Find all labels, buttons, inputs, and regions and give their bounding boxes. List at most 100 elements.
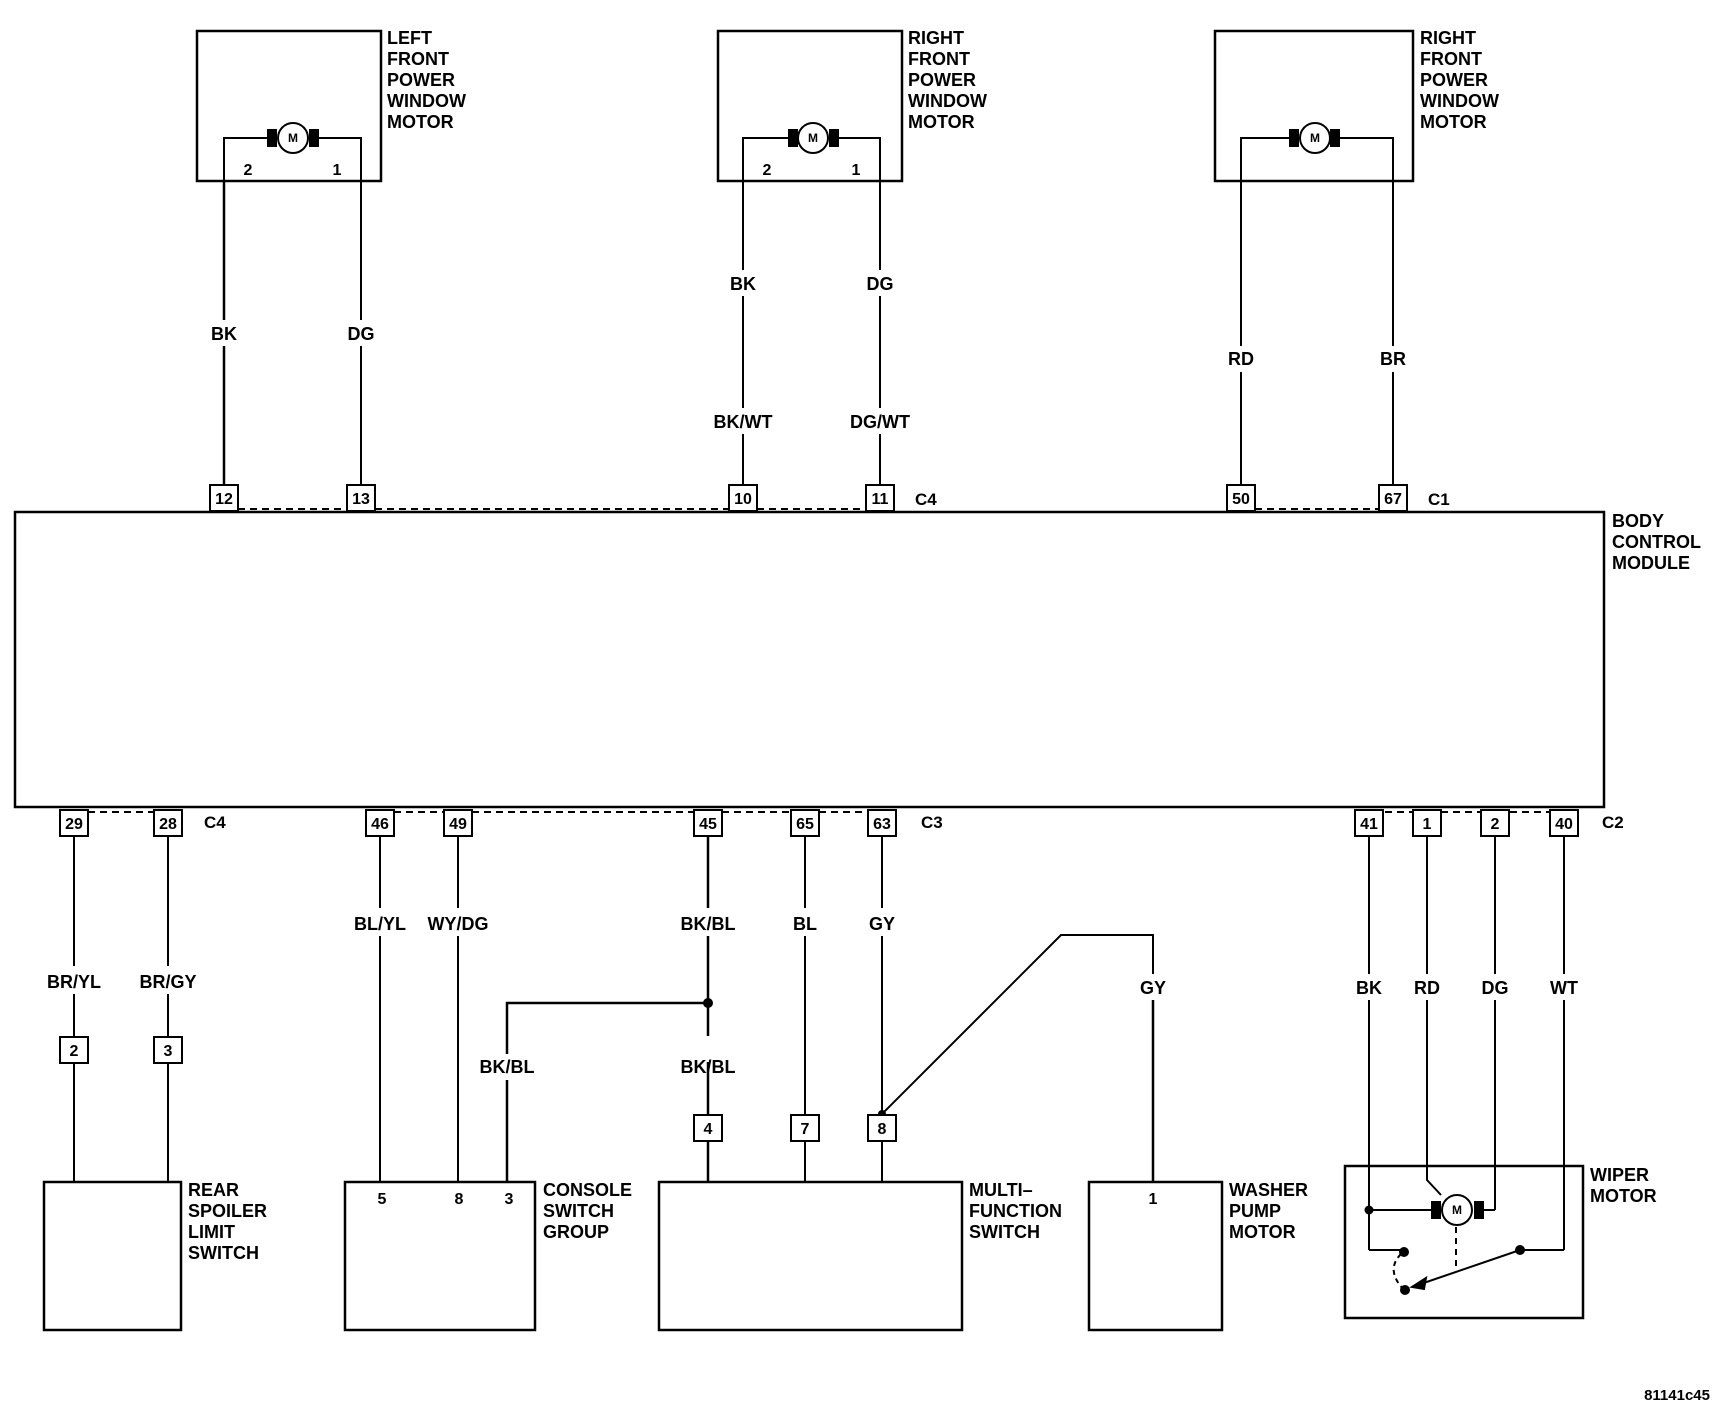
pin-box: 13 — [346, 484, 376, 512]
pin-box: 11 — [865, 484, 895, 512]
wiper-motor — [1343, 1164, 1585, 1320]
wire-color-label: BK — [1356, 978, 1382, 998]
wire-color-label: GY — [869, 914, 895, 934]
pin-number: 13 — [352, 491, 370, 508]
motor-icon — [797, 122, 829, 154]
wire-color-label: DG/WT — [850, 412, 910, 432]
motor-symbol: M — [1452, 1203, 1462, 1217]
washer-pump-motor — [1087, 1180, 1224, 1332]
pin-box: 63 — [867, 809, 897, 837]
body-control-module-label: BODY CONTROL MODULE — [1612, 511, 1706, 573]
console-switch-group — [343, 1180, 537, 1332]
pin-box: 2 — [1480, 809, 1510, 837]
pin-box: 45 — [693, 809, 723, 837]
wiper-node-left — [1364, 1205, 1374, 1215]
pin-box: 2 — [59, 1036, 89, 1064]
rear-spoiler-limit-switch — [42, 1180, 183, 1332]
wire-color-label: BL/YL — [354, 914, 406, 934]
wire-color-label: BK — [730, 274, 756, 294]
component-pin: 1 — [1149, 1191, 1158, 1208]
motor-brush-left — [1431, 1201, 1441, 1219]
motor-icon — [1299, 122, 1331, 154]
wire-color-label: BK — [211, 324, 237, 344]
pin-number: 41 — [1360, 816, 1378, 833]
pin-box: 46 — [365, 809, 395, 837]
pin-number: 45 — [699, 816, 717, 833]
pin-number: 4 — [704, 1121, 713, 1138]
pin-number: 28 — [159, 816, 177, 833]
body-control-module — [13, 510, 1606, 809]
component-pin: 5 — [378, 1191, 387, 1208]
pin-number: 10 — [734, 491, 752, 508]
wiper-contact-a — [1399, 1247, 1409, 1257]
component-pin: 2 — [763, 162, 772, 179]
wiper-contact-b — [1400, 1285, 1410, 1295]
motor-brush-right — [309, 129, 319, 147]
bottom-wires — [73, 836, 1565, 1182]
motor-brush-left — [267, 129, 277, 147]
pin-number: 3 — [164, 1043, 173, 1060]
wire-color-label: RD — [1414, 978, 1440, 998]
right-front-window-motor-1-label: RIGHT FRONT POWER WINDOW MOTOR — [908, 28, 992, 132]
wire-color-label: BL — [793, 914, 817, 934]
pin-number: 50 — [1232, 491, 1250, 508]
component-pin: 3 — [505, 1191, 514, 1208]
console-switch-group-label: CONSOLE SWITCH GROUP — [543, 1180, 637, 1242]
wire-color-label: BK/BL — [681, 914, 736, 934]
top-wires — [222, 181, 1394, 484]
pin-number: 65 — [796, 816, 814, 833]
pin-box: 65 — [790, 809, 820, 837]
wiper-motor-label: WIPER MOTOR — [1590, 1165, 1657, 1206]
pin-number: 46 — [371, 816, 389, 833]
pin-box: 40 — [1549, 809, 1579, 837]
pin-number: 2 — [70, 1043, 79, 1060]
multifunction-switch-label: MULTI– FUNCTION SWITCH — [969, 1180, 1067, 1242]
right-front-window-motor-2-label: RIGHT FRONT POWER WINDOW MOTOR — [1420, 28, 1504, 132]
motor-symbol: M — [808, 131, 818, 145]
motor-icon — [1441, 1194, 1473, 1226]
pin-number: 12 — [215, 491, 233, 508]
component-pin: 1 — [333, 162, 342, 179]
motor-brush-left — [1289, 129, 1299, 147]
splice-dot — [703, 998, 713, 1008]
pin-box: 7 — [790, 1114, 820, 1142]
wire-color-label: BK/BL — [681, 1057, 736, 1077]
component-pin: 8 — [455, 1191, 464, 1208]
left-front-window-motor-label: LEFT FRONT POWER WINDOW MOTOR — [387, 28, 471, 132]
wire-color-label: DG — [867, 274, 894, 294]
pin-box: 50 — [1226, 484, 1256, 512]
connector-label: C4 — [204, 813, 226, 832]
pin-box: 29 — [59, 809, 89, 837]
pin-box: 41 — [1354, 809, 1384, 837]
wire-color-label: DG — [1482, 978, 1509, 998]
pin-number: 29 — [65, 816, 83, 833]
connector-label: C3 — [921, 813, 943, 832]
wiper-arrow-head — [1409, 1275, 1428, 1291]
pin-box: 12 — [209, 484, 239, 512]
pin-box: 8 — [867, 1114, 897, 1142]
wire-color-label: BR — [1380, 349, 1406, 369]
pin-box: 3 — [153, 1036, 183, 1064]
motor-icon — [277, 122, 309, 154]
pin-number: 40 — [1555, 816, 1573, 833]
figure-id: 81141c45 — [1644, 1387, 1710, 1404]
pin-box: 4 — [693, 1114, 723, 1142]
pin-number: 7 — [801, 1121, 810, 1138]
wire-color-label: RD — [1228, 349, 1254, 369]
pin-number: 1 — [1423, 816, 1432, 833]
pin-box: 10 — [728, 484, 758, 512]
component-pin: 2 — [244, 162, 253, 179]
pin-number: 67 — [1384, 491, 1402, 508]
wire-color-label: BK/BL — [480, 1057, 535, 1077]
pin-box: 49 — [443, 809, 473, 837]
wire-color-label: BR/GY — [139, 972, 196, 992]
motor-symbol: M — [1310, 131, 1320, 145]
right-front-window-motor-1 — [716, 29, 904, 196]
motor-brush-right — [1330, 129, 1340, 147]
connector-label: C4 — [915, 490, 937, 509]
component-pin: 1 — [852, 162, 861, 179]
wire-color-label: BK/WT — [714, 412, 773, 432]
motor-brush-right — [829, 129, 839, 147]
pin-number: 8 — [878, 1121, 887, 1138]
rear-spoiler-limit-switch-label: REAR SPOILER LIMIT SWITCH — [188, 1180, 272, 1263]
